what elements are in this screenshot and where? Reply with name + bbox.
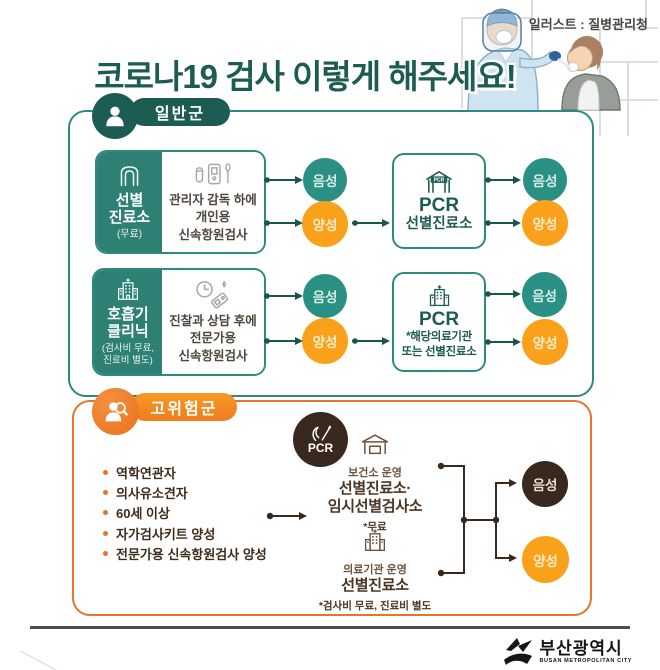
person-icon <box>106 106 124 127</box>
site-note: *검사비 무료, 진료비 별도 <box>318 600 432 612</box>
place-name-line: 호흡기 <box>107 305 149 323</box>
method-pane: 관리자 감독 하에 개인용 신속항원검사 <box>162 152 264 252</box>
result-positive-circle: 양성 <box>522 536 569 583</box>
criteria-item: 자가검사키트 양성 <box>103 523 267 543</box>
test-kit-icon <box>195 162 231 185</box>
pcr-subtitle-line: *해당의료기관 <box>406 331 472 344</box>
decorative-diagonal <box>19 650 57 670</box>
bullet-icon <box>103 490 108 496</box>
result-negative-circle: 음성 <box>523 158 567 202</box>
hospital-icon <box>117 278 138 300</box>
highrisk-criteria-list: 역학연관자 의사유소견자 60세 이상 자가검사키트 양성 전문가용 신속항원검… <box>103 462 267 564</box>
tent-icon <box>361 434 389 455</box>
result-negative-circle: 음성 <box>522 461 568 507</box>
highrisk-group-pill: 고위험군 <box>131 393 237 421</box>
site-name-line: 선별진료소 <box>341 577 409 594</box>
site-operator: 보건소 운영 <box>348 467 402 479</box>
screening-gate-icon <box>120 165 139 186</box>
page-title: 코로나19 검사 이렇게 해주세요! <box>94 58 517 95</box>
clock-test-icon <box>196 280 229 309</box>
pcr-medical-center-card: PCR *해당의료기관 또는 선별진료소 <box>392 272 486 372</box>
result-negative-circle: 음성 <box>303 274 347 318</box>
respiratory-clinic-card: 호흡기 클리닉 (검사비 무료, 진료비 별도) <box>92 268 266 376</box>
site-name-line: 선별진료소· <box>338 480 412 497</box>
pcr-subtitle: 선별진료소 <box>405 216 473 233</box>
pcr-tent-icon: PCR <box>426 171 452 194</box>
method-line: 전문가용 <box>189 331 236 346</box>
criteria-item: 60세 이상 <box>103 503 267 523</box>
illustration-credit: 일러스트 : 질병관리청 <box>528 17 648 32</box>
site-medical-screening: 의료기관 운영 선별진료소 *검사비 무료, 진료비 별도 <box>300 528 450 613</box>
place-note-line: (검사비 무료, <box>101 343 155 355</box>
screening-center-card: 선별 진료소 (무료) 관리자 감독 하에 개인용 신속항 <box>95 150 266 254</box>
result-positive-circle: 양성 <box>522 319 568 365</box>
busan-emblem-icon <box>504 638 533 665</box>
method-line: 관리자 감독 하에 <box>169 192 257 207</box>
result-positive-circle: 양성 <box>302 201 348 247</box>
hospital-icon <box>364 529 386 551</box>
respiratory-clinic-pane: 호흡기 클리닉 (검사비 무료, 진료비 별도) <box>94 270 162 374</box>
pcr-screening-center-card: PCR PCR 선별진료소 <box>392 153 486 249</box>
person-magnifier-icon <box>105 402 128 422</box>
result-negative-circle: 음성 <box>303 158 347 202</box>
bullet-icon <box>103 530 108 536</box>
site-name-line: 임시선별검사소 <box>327 498 423 515</box>
method-line: 신속항원검사 <box>178 227 248 242</box>
highrisk-group-label: 고위험군 <box>150 401 218 418</box>
place-name-line: 클리닉 <box>107 323 149 341</box>
site-operator: 의료기관 운영 <box>343 564 407 576</box>
place-note: (무료) <box>116 229 143 240</box>
result-positive-circle: 양성 <box>302 318 348 364</box>
bullet-icon <box>103 469 108 475</box>
patient-figure <box>561 36 621 111</box>
busan-city-logo: 부산광역시 BUSAN METROPOLITAN CITY <box>502 636 632 668</box>
general-group-pill: 일반군 <box>130 98 230 126</box>
place-name-line: 진료소 <box>108 208 151 226</box>
general-group-badge <box>92 93 138 139</box>
bullet-icon <box>103 510 108 516</box>
pcr-badge: PCR <box>293 412 348 467</box>
footer-divider <box>30 626 630 629</box>
pcr-subtitle-line: 또는 선별진료소 <box>401 345 477 358</box>
city-name-en: BUSAN METROPOLITAN CITY <box>539 657 632 664</box>
site-note: *무료 <box>363 521 387 533</box>
site-public-screening: 보건소 운영 선별진료소· 임시선별검사소 *무료 <box>305 433 445 534</box>
method-line: 신속항원검사 <box>178 348 248 363</box>
swab-icon <box>311 425 331 441</box>
pcr-title: PCR <box>418 195 460 217</box>
place-note-line: 진료비 별도) <box>103 355 153 367</box>
pcr-badge-label: PCR <box>307 440 334 455</box>
screening-center-pane: 선별 진료소 (무료) <box>97 152 162 252</box>
city-name: 부산광역시 <box>539 638 623 658</box>
swab-test-illustration <box>461 0 658 136</box>
method-line: 진찰과 상담 후에 <box>169 313 257 328</box>
pcr-tent-banner: PCR <box>434 178 445 184</box>
highrisk-group-badge <box>92 388 139 435</box>
place-name-line: 선별 <box>115 191 144 209</box>
method-line: 개인용 <box>195 210 231 225</box>
criteria-item: 의사유소견자 <box>103 482 267 502</box>
result-positive-circle: 양성 <box>522 200 568 246</box>
pcr-hospital-icon <box>429 285 449 307</box>
result-negative-circle: 음성 <box>522 272 567 317</box>
method-pane: 진찰과 상담 후에 전문가용 신속항원검사 <box>162 270 264 374</box>
nurse-figure <box>467 8 572 113</box>
bullet-icon <box>103 551 108 557</box>
criteria-item: 역학연관자 <box>103 462 267 482</box>
pcr-title: PCR <box>418 309 460 331</box>
criteria-item: 전문가용 신속항원검사 양성 <box>103 544 267 564</box>
general-group-label: 일반군 <box>154 106 206 123</box>
